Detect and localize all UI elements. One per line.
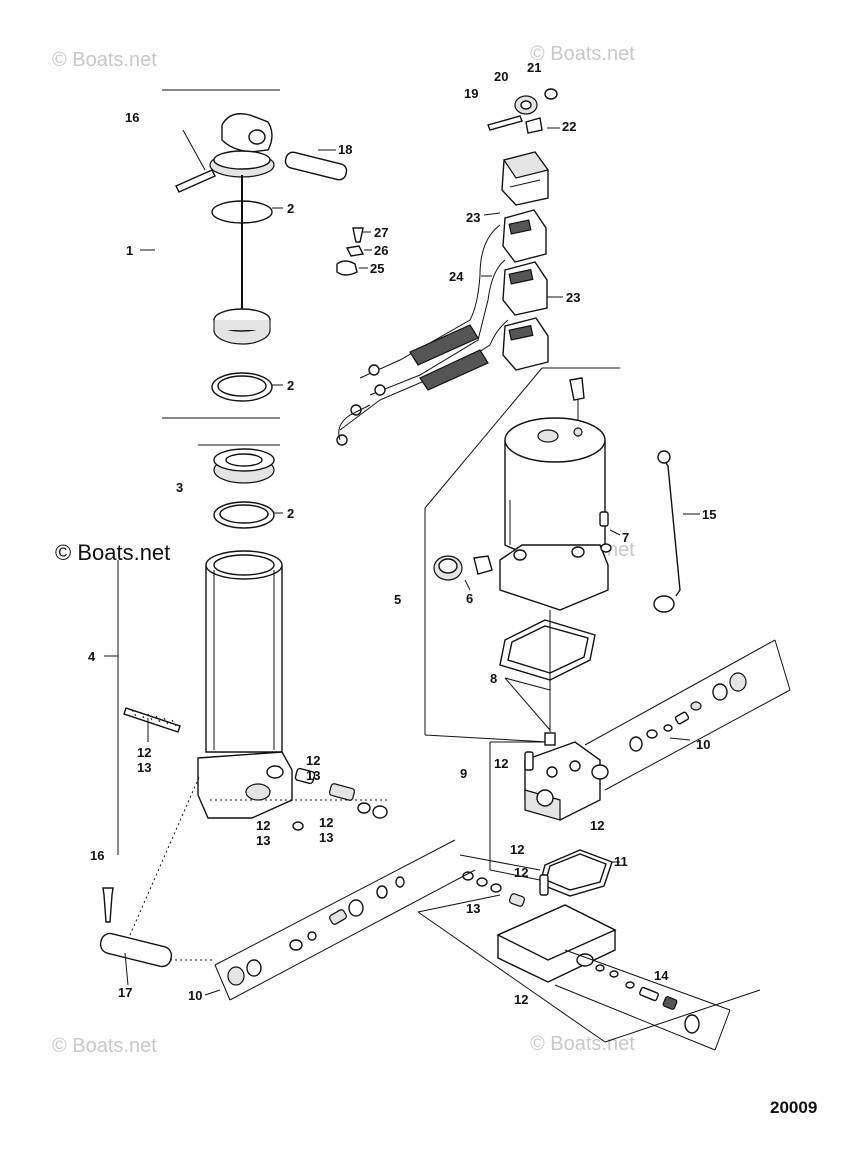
- callout-12-spring: 12: [137, 745, 151, 760]
- manifold-assembly: [417, 741, 761, 1043]
- pump-motor: [424, 367, 700, 746]
- relay-middle-lower: [502, 261, 548, 316]
- spring-left: [123, 707, 181, 733]
- screw-upper: [175, 169, 216, 193]
- callout-25: 25: [370, 261, 384, 276]
- callout-10-lower: 10: [188, 988, 202, 1003]
- callout-12-filter-upper: 12: [510, 842, 524, 857]
- callout-14: 14: [654, 968, 669, 983]
- relay-middle-upper: [502, 209, 547, 263]
- clip-25: [336, 260, 358, 276]
- screw-7: [599, 511, 609, 527]
- callout-6: 6: [466, 591, 473, 606]
- callout-19: 19: [464, 86, 478, 101]
- ring-terminal: [368, 364, 380, 376]
- screw-19: [487, 115, 523, 131]
- valve-strip-upper-right: [584, 639, 791, 791]
- cylinder-body: [205, 565, 283, 753]
- callout-23-lower: 23: [566, 290, 580, 305]
- callout-24: 24: [449, 269, 464, 284]
- callout-12-cyl-upper: 12: [306, 753, 320, 768]
- callout-5: 5: [394, 592, 401, 607]
- relay-harness: [336, 88, 563, 446]
- callout-12-valve-top: 12: [494, 756, 508, 771]
- callout-22: 22: [562, 119, 576, 134]
- callout-12-manifold: 12: [514, 992, 528, 1007]
- callout-16-lower: 16: [90, 848, 104, 863]
- callout-8: 8: [490, 671, 497, 686]
- callout-1: 1: [126, 243, 133, 258]
- callout-18: 18: [338, 142, 352, 157]
- watermark-top-left: © Boats.net: [52, 49, 157, 71]
- callout-12-valve-right: 12: [590, 818, 604, 833]
- o-ring-6: [473, 555, 493, 575]
- callout-12-filter-lower: 12: [514, 865, 528, 880]
- callout-3: 3: [176, 480, 183, 495]
- watermark-top-right: © Boats.net: [530, 43, 635, 65]
- bracket-22: [525, 117, 543, 134]
- callout-13-cyl-right: 13: [319, 830, 333, 845]
- callout-11: 11: [614, 854, 628, 869]
- callout-13-cyl-upper: 13: [306, 768, 320, 783]
- callout-9: 9: [460, 766, 467, 781]
- callout-2-c: 2: [287, 506, 294, 521]
- callout-13-spring: 13: [137, 760, 151, 775]
- callout-13-manifold: 13: [466, 901, 480, 916]
- watermark-bottom-right: © Boats.net: [530, 1033, 635, 1055]
- callout-15: 15: [702, 507, 716, 522]
- lower-pivot-pin: [99, 932, 173, 968]
- callout-10-upper: 10: [696, 737, 710, 752]
- nut-21: [544, 88, 558, 100]
- watermark-bottom-left: © Boats.net: [52, 1035, 157, 1057]
- valve-strip-lower-right: [554, 949, 731, 1051]
- callout-21: 21: [527, 60, 541, 75]
- pivot-pin: [284, 151, 348, 181]
- callout-4: 4: [88, 649, 96, 664]
- nut-26: [345, 245, 365, 257]
- callout-12-cyl-right: 12: [319, 815, 333, 830]
- callout-7: 7: [622, 530, 629, 545]
- relay-lower: [502, 317, 549, 371]
- callout-16-upper: 16: [125, 110, 139, 125]
- upper-rod-end: [221, 113, 273, 153]
- callout-2-b: 2: [287, 378, 294, 393]
- callout-2-a: 2: [287, 201, 294, 216]
- watermark-middle-left: © Boats.net: [55, 540, 170, 565]
- callout-23-upper: 23: [466, 210, 480, 225]
- screw-27: [352, 227, 364, 243]
- cylinder-valve-parts: [210, 767, 390, 831]
- figure-number: 20009: [770, 1098, 818, 1117]
- wire-harness: [339, 224, 509, 431]
- battery-cable: [663, 459, 681, 597]
- callout-17: 17: [118, 985, 132, 1000]
- callout-12-cyl-left: 12: [256, 818, 270, 833]
- callout-27: 27: [374, 225, 388, 240]
- valve-strip-lower-left: [204, 839, 476, 1001]
- cylinder-assembly: [99, 89, 390, 986]
- screw-lower: [102, 887, 114, 923]
- callout-26: 26: [374, 243, 388, 258]
- callout-13-cyl-left: 13: [256, 833, 270, 848]
- callout-20: 20: [494, 69, 508, 84]
